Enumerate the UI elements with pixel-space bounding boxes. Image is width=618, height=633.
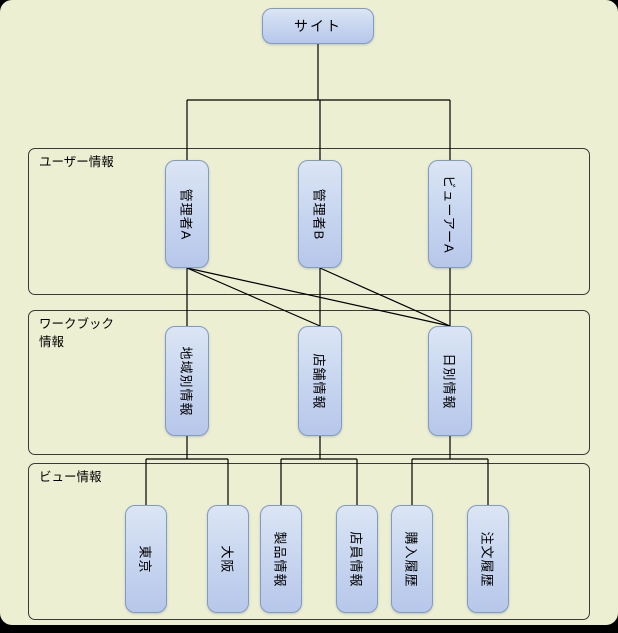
node-site: サイト [262, 8, 374, 44]
node-view-tokyo-label: 東京 [137, 544, 153, 574]
node-view-order-label: 注文履歴 [479, 530, 495, 588]
section-label-views: ビュー情報 [39, 470, 102, 484]
node-workbook-store-label: 店舗情報 [311, 352, 327, 410]
node-view-tokyo: 東京 [125, 505, 167, 613]
section-label-users: ユーザー情報 [39, 155, 114, 169]
node-workbook-daily: 日別情報 [428, 326, 472, 436]
node-workbook-daily-label: 日別情報 [441, 352, 457, 410]
node-site-label: サイト [294, 18, 342, 34]
node-view-product-label: 製品情報 [272, 530, 288, 588]
node-view-osaka-label: 大阪 [219, 544, 235, 574]
node-workbook-region-label: 地域別情報 [178, 345, 194, 417]
node-viewer-a: ビューアーA [428, 160, 472, 268]
node-viewer-a-label: ビューアーA [441, 174, 457, 254]
node-view-purchase-label: 購入履歴 [403, 530, 419, 588]
node-view-purchase: 購入履歴 [391, 505, 433, 613]
section-label-workbooks: ワークブック 情報 [39, 317, 115, 349]
node-admin-b-label: 管理者B [311, 188, 327, 240]
node-view-osaka: 大阪 [207, 505, 249, 613]
node-view-staff: 店員情報 [336, 505, 378, 613]
node-view-product: 製品情報 [260, 505, 302, 613]
node-admin-a: 管理者A [165, 160, 209, 268]
node-view-staff-label: 店員情報 [348, 530, 364, 588]
node-admin-b: 管理者B [298, 160, 342, 268]
node-workbook-region: 地域別情報 [165, 326, 209, 436]
section-view-info: ビュー情報 [28, 463, 590, 620]
node-admin-a-label: 管理者A [178, 188, 194, 240]
node-view-order: 注文履歴 [467, 505, 509, 613]
node-workbook-store: 店舗情報 [298, 326, 342, 436]
